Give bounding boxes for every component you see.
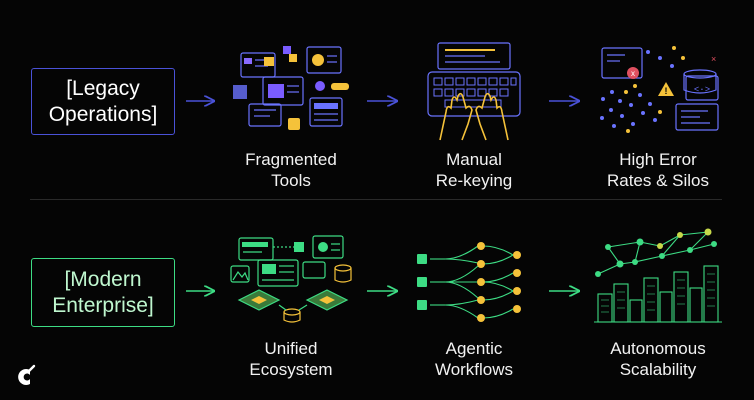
- modern-label-line-1: [Modern: [64, 267, 142, 291]
- caption-line: High Error: [619, 150, 697, 169]
- caption-line: Re-keying: [435, 171, 513, 190]
- caption-line: Unified: [264, 339, 318, 358]
- caption-line: Rates & Silos: [606, 171, 710, 190]
- caption-line: Scalability: [619, 360, 697, 379]
- c-swoosh-logo: [18, 364, 36, 385]
- caption-line: Tools: [271, 171, 311, 190]
- modern-enterprise-box: [Modern Enterprise]: [31, 258, 175, 327]
- caption-manual-rekeying: Manual Re-keying: [399, 149, 549, 191]
- row-divider: [30, 199, 722, 200]
- unified-ecosystem-icon: [230, 235, 352, 323]
- city-network-icon: [594, 228, 722, 323]
- legacy-label-line-2: Operations]: [48, 102, 158, 126]
- error-silos-icon: x × ! <·>: [600, 46, 719, 133]
- caption-high-error-rates: High Error Rates & Silos: [583, 149, 733, 191]
- legacy-label-line-1: [Legacy: [66, 76, 140, 100]
- caption-line: Ecosystem: [249, 360, 333, 379]
- legacy-operations-box: [Legacy Operations]: [31, 68, 175, 135]
- caption-autonomous-scalability: Autonomous Scalability: [583, 338, 733, 380]
- caption-line: Autonomous: [610, 339, 706, 358]
- caption-line: Manual: [446, 150, 502, 169]
- caption-line: Fragmented: [245, 150, 337, 169]
- svg-text:x: x: [631, 69, 635, 78]
- caption-fragmented-tools: Fragmented Tools: [216, 149, 366, 191]
- agent-workflow-icon: [417, 242, 521, 322]
- fragmented-tools-icon: [233, 46, 349, 130]
- modern-label-line-2: Enterprise]: [52, 293, 154, 317]
- caption-unified-ecosystem: Unified Ecosystem: [216, 338, 366, 380]
- svg-text:×: ×: [711, 54, 716, 64]
- svg-text:!: !: [665, 86, 668, 96]
- keyboard-hands-icon: [427, 42, 521, 141]
- svg-text:<·>: <·>: [694, 85, 710, 95]
- caption-agentic-workflows: Agentic Workflows: [399, 338, 549, 380]
- caption-line: Workflows: [434, 360, 514, 379]
- caption-line: Agentic: [445, 339, 503, 358]
